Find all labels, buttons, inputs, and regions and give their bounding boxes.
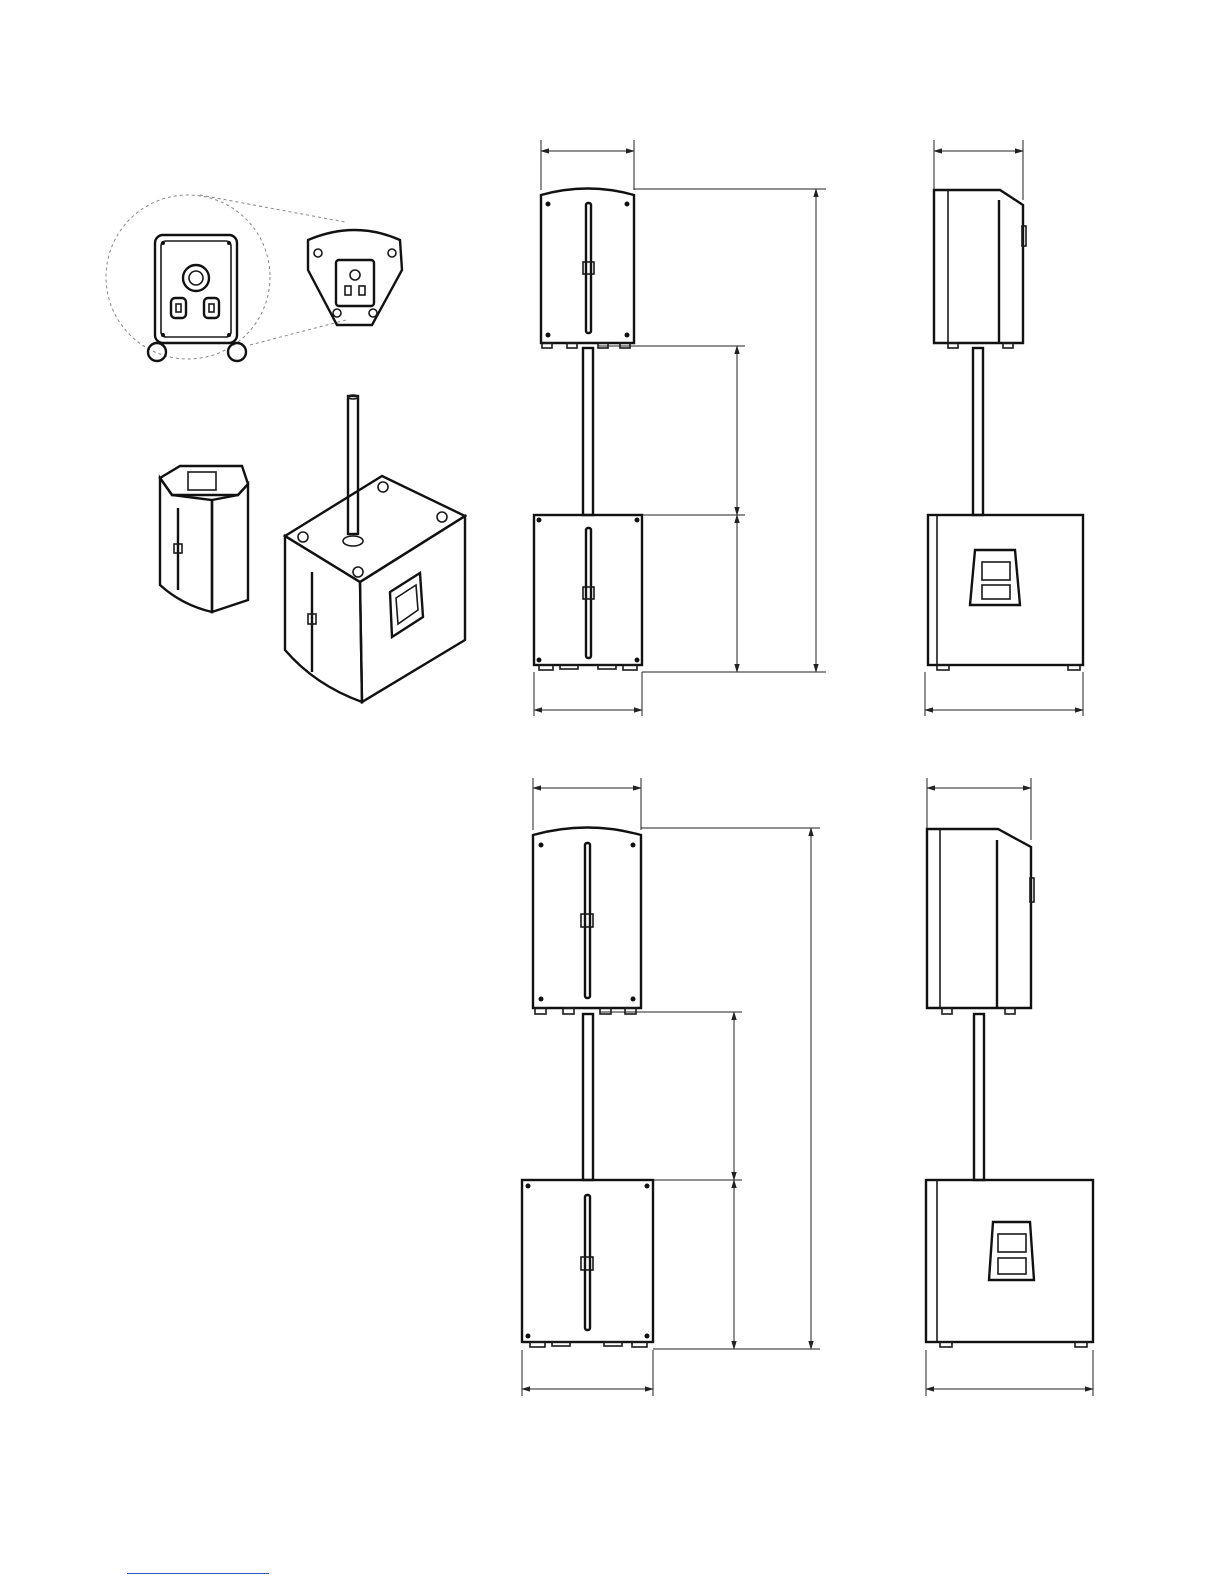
speaker-pole xyxy=(583,348,593,515)
satellite-front xyxy=(160,478,212,612)
mounting-plate xyxy=(155,235,237,343)
subwoofer-side xyxy=(928,515,1083,665)
top-plate-detail-view xyxy=(106,195,402,361)
side-view-large xyxy=(926,778,1093,1396)
leader-line xyxy=(200,195,345,222)
front-view-large xyxy=(522,778,820,1396)
satellite-side xyxy=(927,829,1031,1008)
cabinet-top xyxy=(308,230,402,325)
side-view-small xyxy=(925,140,1083,716)
subwoofer-front xyxy=(285,536,362,702)
footnote-rule xyxy=(127,1573,269,1574)
satellite-front xyxy=(533,828,641,1009)
connector-slot xyxy=(171,298,186,318)
satellite-side xyxy=(212,484,248,612)
speaker-pole xyxy=(974,1014,984,1180)
speaker-pole xyxy=(973,348,983,515)
subwoofer-side xyxy=(360,516,465,702)
pole-socket xyxy=(183,265,209,291)
speaker-pole xyxy=(348,396,358,534)
front-view-small xyxy=(534,140,826,716)
subwoofer-front xyxy=(534,515,642,665)
handle-recess xyxy=(989,1222,1034,1280)
leader-line xyxy=(250,320,346,345)
subwoofer-side xyxy=(926,1180,1093,1342)
detail-circle xyxy=(106,195,270,359)
subwoofer-front xyxy=(522,1180,653,1342)
subwoofer-top xyxy=(285,476,465,582)
connector-slot xyxy=(204,298,219,318)
perspective-assembly-view xyxy=(160,395,465,702)
speaker-pole xyxy=(583,1014,593,1180)
satellite-front xyxy=(541,189,634,344)
handle-recess xyxy=(970,550,1020,605)
